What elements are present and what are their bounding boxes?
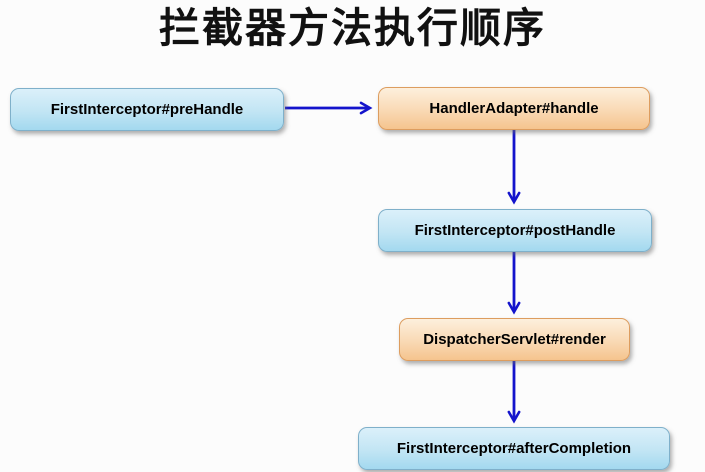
node-dispatcher-servlet-render: DispatcherServlet#render xyxy=(399,318,630,361)
node-handler-adapter-handle: HandlerAdapter#handle xyxy=(378,87,650,130)
node-label: FirstInterceptor#afterCompletion xyxy=(396,440,632,457)
node-first-interceptor-aftercompletion: FirstInterceptor#afterCompletion xyxy=(358,427,670,470)
node-label: FirstInterceptor#postHandle xyxy=(414,222,616,239)
node-label: DispatcherServlet#render xyxy=(423,331,606,348)
node-first-interceptor-prehandle: FirstInterceptor#preHandle xyxy=(10,88,284,131)
node-label: HandlerAdapter#handle xyxy=(429,100,599,117)
node-label: FirstInterceptor#preHandle xyxy=(50,101,244,118)
diagram-title: 拦截器方法执行顺序 xyxy=(159,5,546,51)
node-first-interceptor-posthandle: FirstInterceptor#postHandle xyxy=(378,209,652,252)
